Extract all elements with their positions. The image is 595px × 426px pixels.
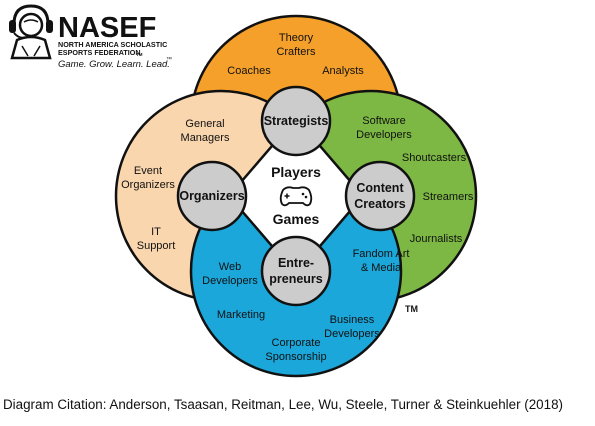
organizers-hub-label: Organizers (179, 189, 244, 203)
entrepreneurs-hub-label-line2: preneurs (269, 272, 323, 286)
center-players-label: Players (271, 164, 321, 180)
role-fandom-art-line2: & Media (361, 262, 402, 274)
role-event-organizers-line2: Organizers (121, 179, 175, 191)
logo-subtitle-line1: NORTH AMERICA SCHOLASTIC (58, 40, 167, 49)
role-business-developers-line2: Developers (324, 328, 380, 340)
content-creators-hub (344, 160, 416, 232)
role-corporate-sponsorship-line2: Sponsorship (265, 351, 326, 363)
role-theory-crafters-line2: Crafters (276, 46, 316, 58)
logo-tagline-mark: ™ (166, 56, 172, 63)
role-coaches: Coaches (227, 65, 271, 77)
logo-subtitle-line2: ESPORTS FEDERATION (58, 48, 141, 57)
entrepreneurs-hub (260, 235, 332, 307)
role-software-developers-line1: Software (362, 115, 405, 127)
logo-tagline: Game. Grow. Learn. Lead. (58, 59, 170, 70)
role-general-managers-line2: Managers (181, 132, 230, 144)
role-journalists: Journalists (410, 233, 463, 245)
role-event-organizers-line1: Event (134, 165, 162, 177)
role-web-developers-line1: Web (219, 261, 241, 273)
entrepreneurs-hub-label-line1: Entre- (278, 256, 314, 270)
gamepad-icon (279, 186, 313, 207)
strategists-hub (260, 85, 332, 157)
strategists-hub-label: Strategists (264, 114, 329, 128)
gamer-headset-icon (9, 4, 53, 60)
role-software-developers-line2: Developers (356, 129, 412, 141)
role-business-developers-line1: Business (330, 314, 375, 326)
diagram-citation: Diagram Citation: Anderson, Tsaasan, Rei… (3, 397, 563, 412)
role-streamers: Streamers (423, 191, 474, 203)
logo-subtitle-mark: TM (136, 52, 143, 57)
role-web-developers-line2: Developers (202, 275, 258, 287)
organizers-hub (176, 160, 248, 232)
center-games-label: Games (273, 211, 320, 227)
role-marketing: Marketing (217, 309, 265, 321)
content-creators-hub-label-line2: Creators (354, 197, 405, 211)
role-corporate-sponsorship-line1: Corporate (272, 337, 321, 349)
role-analysts: Analysts (322, 65, 364, 77)
role-theory-crafters-line1: Theory (279, 32, 314, 44)
trademark-mark: TM (405, 304, 418, 314)
role-general-managers-line1: General (185, 118, 224, 130)
nasef-logo: NASEF NORTH AMERICA SCHOLASTIC ESPORTS F… (9, 4, 172, 70)
logo-title: NASEF (58, 12, 156, 44)
role-fandom-art-line1: Fandom Art (353, 248, 410, 260)
role-shoutcasters: Shoutcasters (402, 152, 467, 164)
role-it-support-line1: IT (151, 226, 161, 238)
role-it-support-line2: Support (137, 240, 176, 252)
content-creators-hub-label-line1: Content (356, 181, 404, 195)
